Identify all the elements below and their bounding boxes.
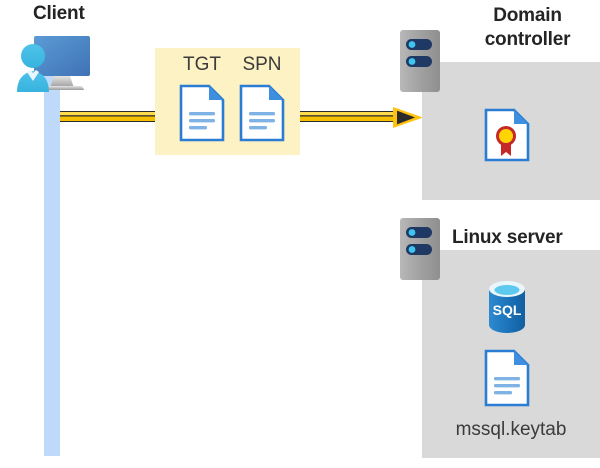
document-icon [179,84,225,142]
document-icon [484,349,530,407]
spn-label: SPN [242,54,282,75]
domain-controller-title: Domain controller [484,5,571,50]
sql-database-icon: SQL [484,281,530,333]
keytab-filename-label: mssql.keytab [455,419,567,440]
server-icon [400,218,440,280]
linux-server-title: Linux server [452,227,563,248]
kerberos-ticket-box: TGT SPN [155,48,300,155]
server-icon [400,30,440,92]
certificate-icon [484,108,530,162]
tgt-label: TGT [183,54,221,75]
sql-icon-text: SQL [493,302,522,318]
client-lifeline [44,70,60,456]
client-user-monitor-icon [7,28,95,100]
client-title: Client [33,3,85,24]
document-icon [239,84,285,142]
